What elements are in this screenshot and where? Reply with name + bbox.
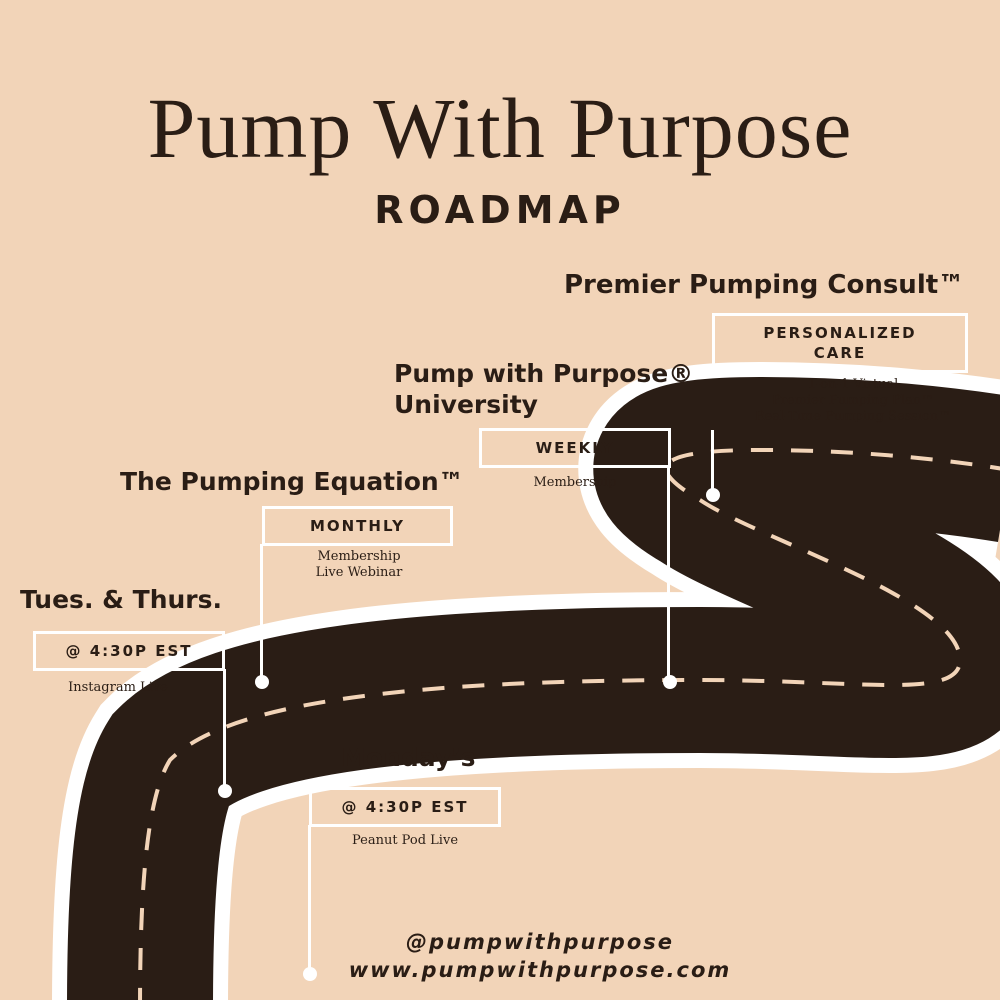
connector-line xyxy=(711,373,714,377)
milestone-heading-equation: The Pumping Equation™ xyxy=(120,467,464,496)
milestone-box-tues-thurs: @ 4:30P EST xyxy=(33,631,225,671)
milestone-box-mondays: @ 4:30P EST xyxy=(309,787,501,827)
note-line: Live Webinar xyxy=(315,565,403,580)
milestone-heading-consult: Premier Pumping Consult™ xyxy=(564,270,965,300)
social-handle[interactable]: @pumpwithpurpose xyxy=(405,930,675,954)
milestone-box-equation: MONTHLY xyxy=(262,506,453,546)
milestone-note-university: Membership xyxy=(533,475,617,490)
milestone-heading-tues-thurs: Tues. & Thurs. xyxy=(20,585,223,614)
road-center-dashes xyxy=(138,447,1000,1000)
milestone-heading-mondays: Monday’s xyxy=(341,743,476,772)
milestone-note-consult: 1-on-1 Virtual Premier Pumping Plan™ Rea… xyxy=(718,377,988,425)
milestone-dot xyxy=(218,784,232,798)
website-link[interactable]: www.pumpwithpurpose.com xyxy=(348,958,732,982)
connector-line xyxy=(711,430,714,492)
connector-line xyxy=(667,466,670,678)
heading-line: University xyxy=(394,390,538,419)
milestone-dot xyxy=(303,967,317,981)
milestone-box-university: WEEKLY xyxy=(479,428,671,468)
box-line: CARE xyxy=(813,344,867,362)
connector-line xyxy=(223,669,226,787)
milestone-note-equation: Membership Live Webinar xyxy=(292,549,426,581)
milestone-box-consult: PERSONALIZED CARE xyxy=(712,313,968,373)
milestone-note-tues-thurs: Instagram Live xyxy=(68,680,168,695)
milestone-dot xyxy=(706,488,720,502)
page-subtitle: ROADMAP xyxy=(374,188,626,232)
connector-line xyxy=(260,544,263,678)
note-line: Membership xyxy=(317,549,401,564)
note-line: Premier Pumping Plan™ xyxy=(772,393,934,408)
milestone-note-mondays: Peanut Pod Live xyxy=(351,833,459,848)
milestone-heading-university: Pump with Purpose® University xyxy=(394,358,693,420)
milestone-dot xyxy=(255,675,269,689)
heading-line: Pump with Purpose® xyxy=(394,359,694,388)
box-line: PERSONALIZED xyxy=(763,324,917,342)
note-line: 1-on-1 Virtual xyxy=(807,377,899,392)
page-title: Pump With Purpose xyxy=(147,80,853,176)
connector-line xyxy=(308,825,311,971)
milestone-dot xyxy=(663,675,677,689)
note-line: Real-Time Pumping Session™ xyxy=(754,409,952,424)
